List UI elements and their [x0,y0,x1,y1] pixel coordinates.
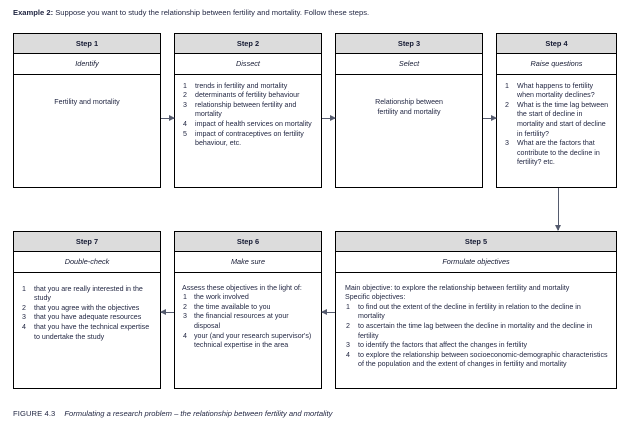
list-item: determinants of fertility behaviour [183,91,300,100]
arrow-step6-to-step7 [160,309,174,315]
list-item: What are the factors that contribute to … [505,139,600,167]
step-7-body: that you are really interested in the st… [14,273,160,347]
step-6-body: Assess these objectives in the light of:… [175,273,321,355]
list-item: relationship between fertility and morta… [183,100,297,119]
step-3-body-line: Relationship between [375,97,443,106]
arrow-step1-to-step2 [161,115,175,121]
step-box-7: Step 7 Double-check that you are really … [13,231,161,389]
step-6-subtitle: Make sure [175,252,321,273]
step-6-lead: Assess these objectives in the light of: [182,283,302,292]
list-item: impact of health services on mortality [183,120,312,129]
arrow-step3-to-step4 [483,115,497,121]
step-3-subtitle: Select [336,54,482,75]
list-item: that you agree with the objectives [22,303,140,313]
step-box-4: Step 4 Raise questions What happens to f… [496,33,617,188]
step-6-header: Step 6 [175,232,321,253]
step-5-header: Step 5 [336,232,616,253]
step-3-body: Relationship between fertility and morta… [336,75,482,122]
step-1-body-line: Fertility and mortality [54,97,120,106]
step-2-list: trends in fertility and mortality determ… [182,82,314,149]
list-item: that you are really interested in the st… [22,284,143,303]
step-5-subtitle: Formulate objectives [336,252,616,273]
list-item: that you have the technical expertise to… [22,323,150,341]
step-box-1: Step 1 Identify Fertility and mortality [13,33,161,188]
step-3-body-line: fertility and mortality [377,108,441,117]
figure-caption: FIGURE 4.3 Formulating a research problem… [13,409,332,418]
arrow-step2-to-step3 [322,115,336,121]
list-item: that you have adequate resources [22,313,142,322]
list-item: impact of contraceptives on fertility be… [183,129,304,148]
step-4-body: What happens to fertility when mortality… [497,75,616,172]
list-item: to find out the extent of the decline in… [346,302,581,321]
step-7-header: Step 7 [14,232,160,253]
step-7-list: that you are really interested in the st… [21,285,153,343]
arrow-step5-to-step6 [321,309,335,315]
figure-caption-text: Formulating a research problem – the rel… [64,409,333,418]
step-box-2: Step 2 Dissect trends in fertility and m… [174,33,322,188]
arrow-step4-to-step5 [555,188,561,231]
step-box-3: Step 3 Select Relationship between ferti… [335,33,483,188]
list-item: to identify the factors that affect the … [346,341,528,350]
step-5-main-objective: Main objective: to explore the relations… [345,283,570,292]
list-item: What is the time lag between the start o… [505,100,609,138]
list-item: What happens to fertility when mortality… [505,81,595,100]
step-1-subtitle: Identify [14,54,160,75]
intro-paragraph: Example 2: Suppose you want to study the… [13,7,613,18]
list-item: the time available to you [183,302,271,312]
list-item: trends in fertility and mortality [183,81,288,91]
step-1-header: Step 1 [14,34,160,55]
intro-label: Example 2: [13,8,54,17]
list-item: to explore the relationship between soci… [346,350,608,369]
step-5-list: to find out the extent of the decline in… [345,303,609,370]
step-7-subtitle: Double-check [14,252,160,273]
intro-text: Suppose you want to study the relationsh… [53,8,370,17]
list-item: the financial resources at your disposal [183,312,289,331]
list-item: your (and your research supervisor's) te… [183,331,312,350]
step-4-list: What happens to fertility when mortality… [504,82,609,168]
list-item: the work involved [183,293,249,302]
step-5-body: Main objective: to explore the relations… [336,273,616,374]
figure-caption-label: FIGURE 4.3 [13,409,56,418]
step-1-body: Fertility and mortality [14,75,160,112]
step-2-header: Step 2 [175,34,321,55]
step-box-5: Step 5 Formulate objectives Main objecti… [335,231,617,389]
step-2-subtitle: Dissect [175,54,321,75]
step-4-header: Step 4 [497,34,616,55]
step-box-6: Step 6 Make sure Assess these objectives… [174,231,322,389]
step-3-header: Step 3 [336,34,482,55]
step-2-body: trends in fertility and mortality determ… [175,75,321,153]
step-6-list: the work involved the time available to … [182,293,314,351]
step-5-specific-objectives-label: Specific objectives: [345,293,406,302]
list-item: to ascertain the time lag between the de… [346,322,593,340]
step-4-subtitle: Raise questions [497,54,616,75]
